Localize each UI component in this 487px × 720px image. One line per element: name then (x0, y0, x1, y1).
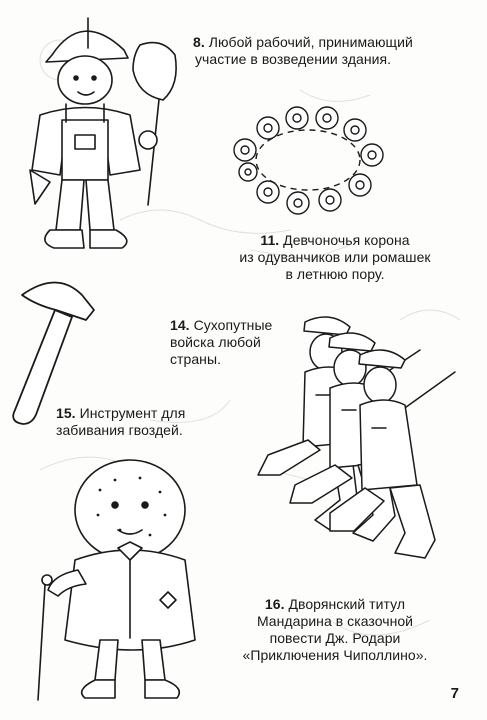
clue-text: Любой рабочий, принимающий (208, 34, 413, 50)
clue-14: 14. Сухопутные войска любой страны. (170, 317, 272, 368)
clue-text: Сухопутные (193, 317, 273, 333)
clue-16: 16. Дворянский титул Мандарина в сказочн… (225, 596, 445, 664)
clue-number: 11. (260, 232, 280, 248)
clue-text: Девчоночья корона (283, 232, 410, 248)
clue-text: участие в возведении здания. (195, 51, 392, 67)
clue-text: из одуванчиков или ромашек (239, 249, 431, 265)
clue-text: в летнюю пору. (285, 266, 385, 282)
clue-text: Инструмент для (79, 405, 186, 421)
clue-text: забивания гвоздей. (56, 422, 183, 438)
clue-8: 8. Любой рабочий, принимающий участие в … (193, 34, 413, 68)
wreath-flowers (233, 106, 384, 215)
clue-text: страны. (170, 351, 222, 367)
clue-text: войска любой (170, 334, 261, 350)
page-number: 7 (450, 685, 459, 702)
clue-text: Мандарина в сказочной (256, 613, 414, 629)
clue-number: 14. (170, 317, 190, 333)
clue-text: «Приключения Чиполлино». (242, 647, 428, 663)
clue-number: 15. (56, 405, 76, 421)
clue-text: повести Дж. Родари (269, 630, 401, 646)
clue-11: 11. Девчоночья корона из одуванчиков или… (230, 232, 440, 283)
clue-text: Дворянский титул (288, 596, 406, 612)
clue-15: 15. Инструмент для забивания гвоздей. (56, 405, 185, 439)
clue-number: 16. (264, 596, 285, 612)
clue-number: 8. (193, 34, 205, 50)
